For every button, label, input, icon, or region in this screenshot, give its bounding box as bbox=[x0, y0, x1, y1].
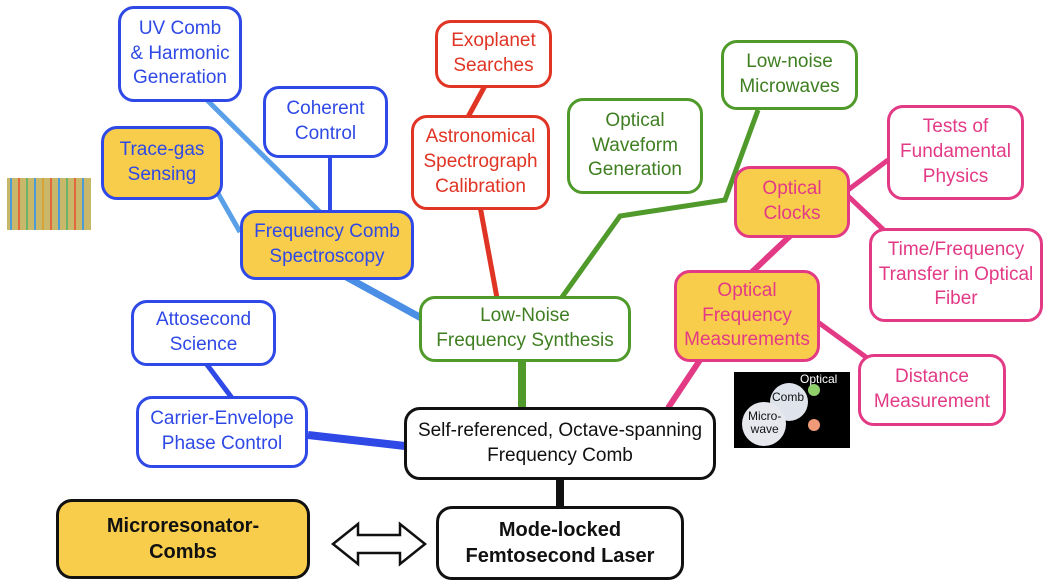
connector-waveform-micro-to-synth bbox=[557, 109, 761, 302]
inset-microwave-label: Micro- wave bbox=[748, 409, 782, 437]
node-exoplanet: Exoplanet Searches bbox=[435, 20, 552, 88]
node-tests-fundamental-physics: Tests of Fundamental Physics bbox=[887, 105, 1024, 200]
node-distance-measurement: Distance Measurement bbox=[858, 354, 1006, 426]
connector-cep-to-selfref bbox=[307, 431, 406, 450]
node-self-referenced-comb-label: Self-referenced, Octave-spanning Frequen… bbox=[417, 419, 703, 466]
node-mode-locked-laser: Mode-locked Femtosecond Laser bbox=[436, 506, 684, 580]
node-trace-gas: Trace-gas Sensing bbox=[101, 126, 223, 200]
node-trace-gas-label: Trace-gas Sensing bbox=[119, 139, 205, 185]
node-uv-comb: UV Comb & Harmonic Generation bbox=[118, 6, 242, 102]
optical-dot bbox=[808, 384, 820, 396]
microwave-circle bbox=[742, 402, 786, 446]
connector-atto-to-cep bbox=[203, 360, 234, 400]
microwave-dot bbox=[808, 419, 820, 431]
connector-uv-to-freqcomb bbox=[203, 96, 332, 224]
node-optical-clocks: Optical Clocks bbox=[734, 166, 850, 238]
node-coherent-control: Coherent Control bbox=[263, 86, 388, 158]
node-optical-waveform: Optical Waveform Generation bbox=[567, 98, 703, 194]
inset-optical-label: Optical bbox=[800, 372, 838, 386]
node-time-frequency-transfer-label: Time/Frequency Transfer in Optical Fiber bbox=[878, 238, 1034, 310]
node-self-referenced-comb: Self-referenced, Octave-spanning Frequen… bbox=[404, 407, 716, 480]
node-astronomical-calibration: Astronomical Spectrograph Calibration bbox=[411, 115, 550, 210]
texture-swatch-icon bbox=[7, 178, 91, 230]
double-arrow-icon bbox=[330, 521, 428, 567]
connector-astro-to-synth bbox=[477, 205, 500, 299]
node-freq-comb-spectroscopy: Frequency Comb Spectroscopy bbox=[240, 210, 414, 280]
connector-meas-to-distance bbox=[813, 317, 872, 363]
node-optical-waveform-label: Optical Waveform Generation bbox=[587, 109, 682, 181]
node-low-noise-microwaves: Low-noise Microwaves bbox=[721, 40, 858, 110]
node-microresonator-combs: Microresonator- Combs bbox=[56, 499, 310, 579]
node-attosecond: Attosecond Science bbox=[131, 300, 276, 366]
node-attosecond-label: Attosecond Science bbox=[155, 309, 252, 355]
node-optical-clocks-label: Optical Clocks bbox=[762, 178, 822, 224]
connector-clocks-to-tests bbox=[846, 158, 890, 192]
node-tests-fundamental-physics-label: Tests of Fundamental Physics bbox=[900, 116, 1011, 187]
node-time-frequency-transfer: Time/Frequency Transfer in Optical Fiber bbox=[869, 228, 1043, 322]
node-mode-locked-laser-label: Mode-locked Femtosecond Laser bbox=[465, 519, 655, 567]
node-coherent-control-label: Coherent Control bbox=[286, 98, 365, 144]
node-optical-frequency-measurements-label: Optical Frequency Measurements bbox=[684, 279, 810, 351]
node-uv-comb-label: UV Comb & Harmonic Generation bbox=[130, 17, 230, 89]
node-exoplanet-label: Exoplanet Searches bbox=[451, 30, 536, 76]
comb-inset-graphic bbox=[742, 383, 820, 446]
inset-comb-label: Comb bbox=[772, 390, 805, 404]
node-microresonator-combs-label: Microresonator- Combs bbox=[106, 515, 260, 563]
node-freq-comb-spectroscopy-label: Frequency Comb Spectroscopy bbox=[254, 221, 400, 267]
node-astronomical-calibration-label: Astronomical Spectrograph Calibration bbox=[423, 126, 538, 197]
comb-inset-image: Optical Comb Micro- wave bbox=[734, 372, 850, 448]
node-distance-measurement-label: Distance Measurement bbox=[873, 366, 991, 412]
node-low-noise-synthesis: Low-Noise Frequency Synthesis bbox=[419, 296, 631, 362]
connector-clocks-to-meas bbox=[749, 233, 793, 275]
node-optical-frequency-measurements: Optical Frequency Measurements bbox=[674, 270, 820, 362]
node-carrier-envelope: Carrier-Envelope Phase Control bbox=[136, 396, 308, 468]
node-carrier-envelope-label: Carrier-Envelope Phase Control bbox=[150, 408, 294, 454]
connector-meas-to-selfref bbox=[665, 358, 703, 410]
node-low-noise-microwaves-label: Low-noise Microwaves bbox=[739, 51, 840, 97]
node-low-noise-synthesis-label: Low-Noise Frequency Synthesis bbox=[436, 305, 614, 351]
